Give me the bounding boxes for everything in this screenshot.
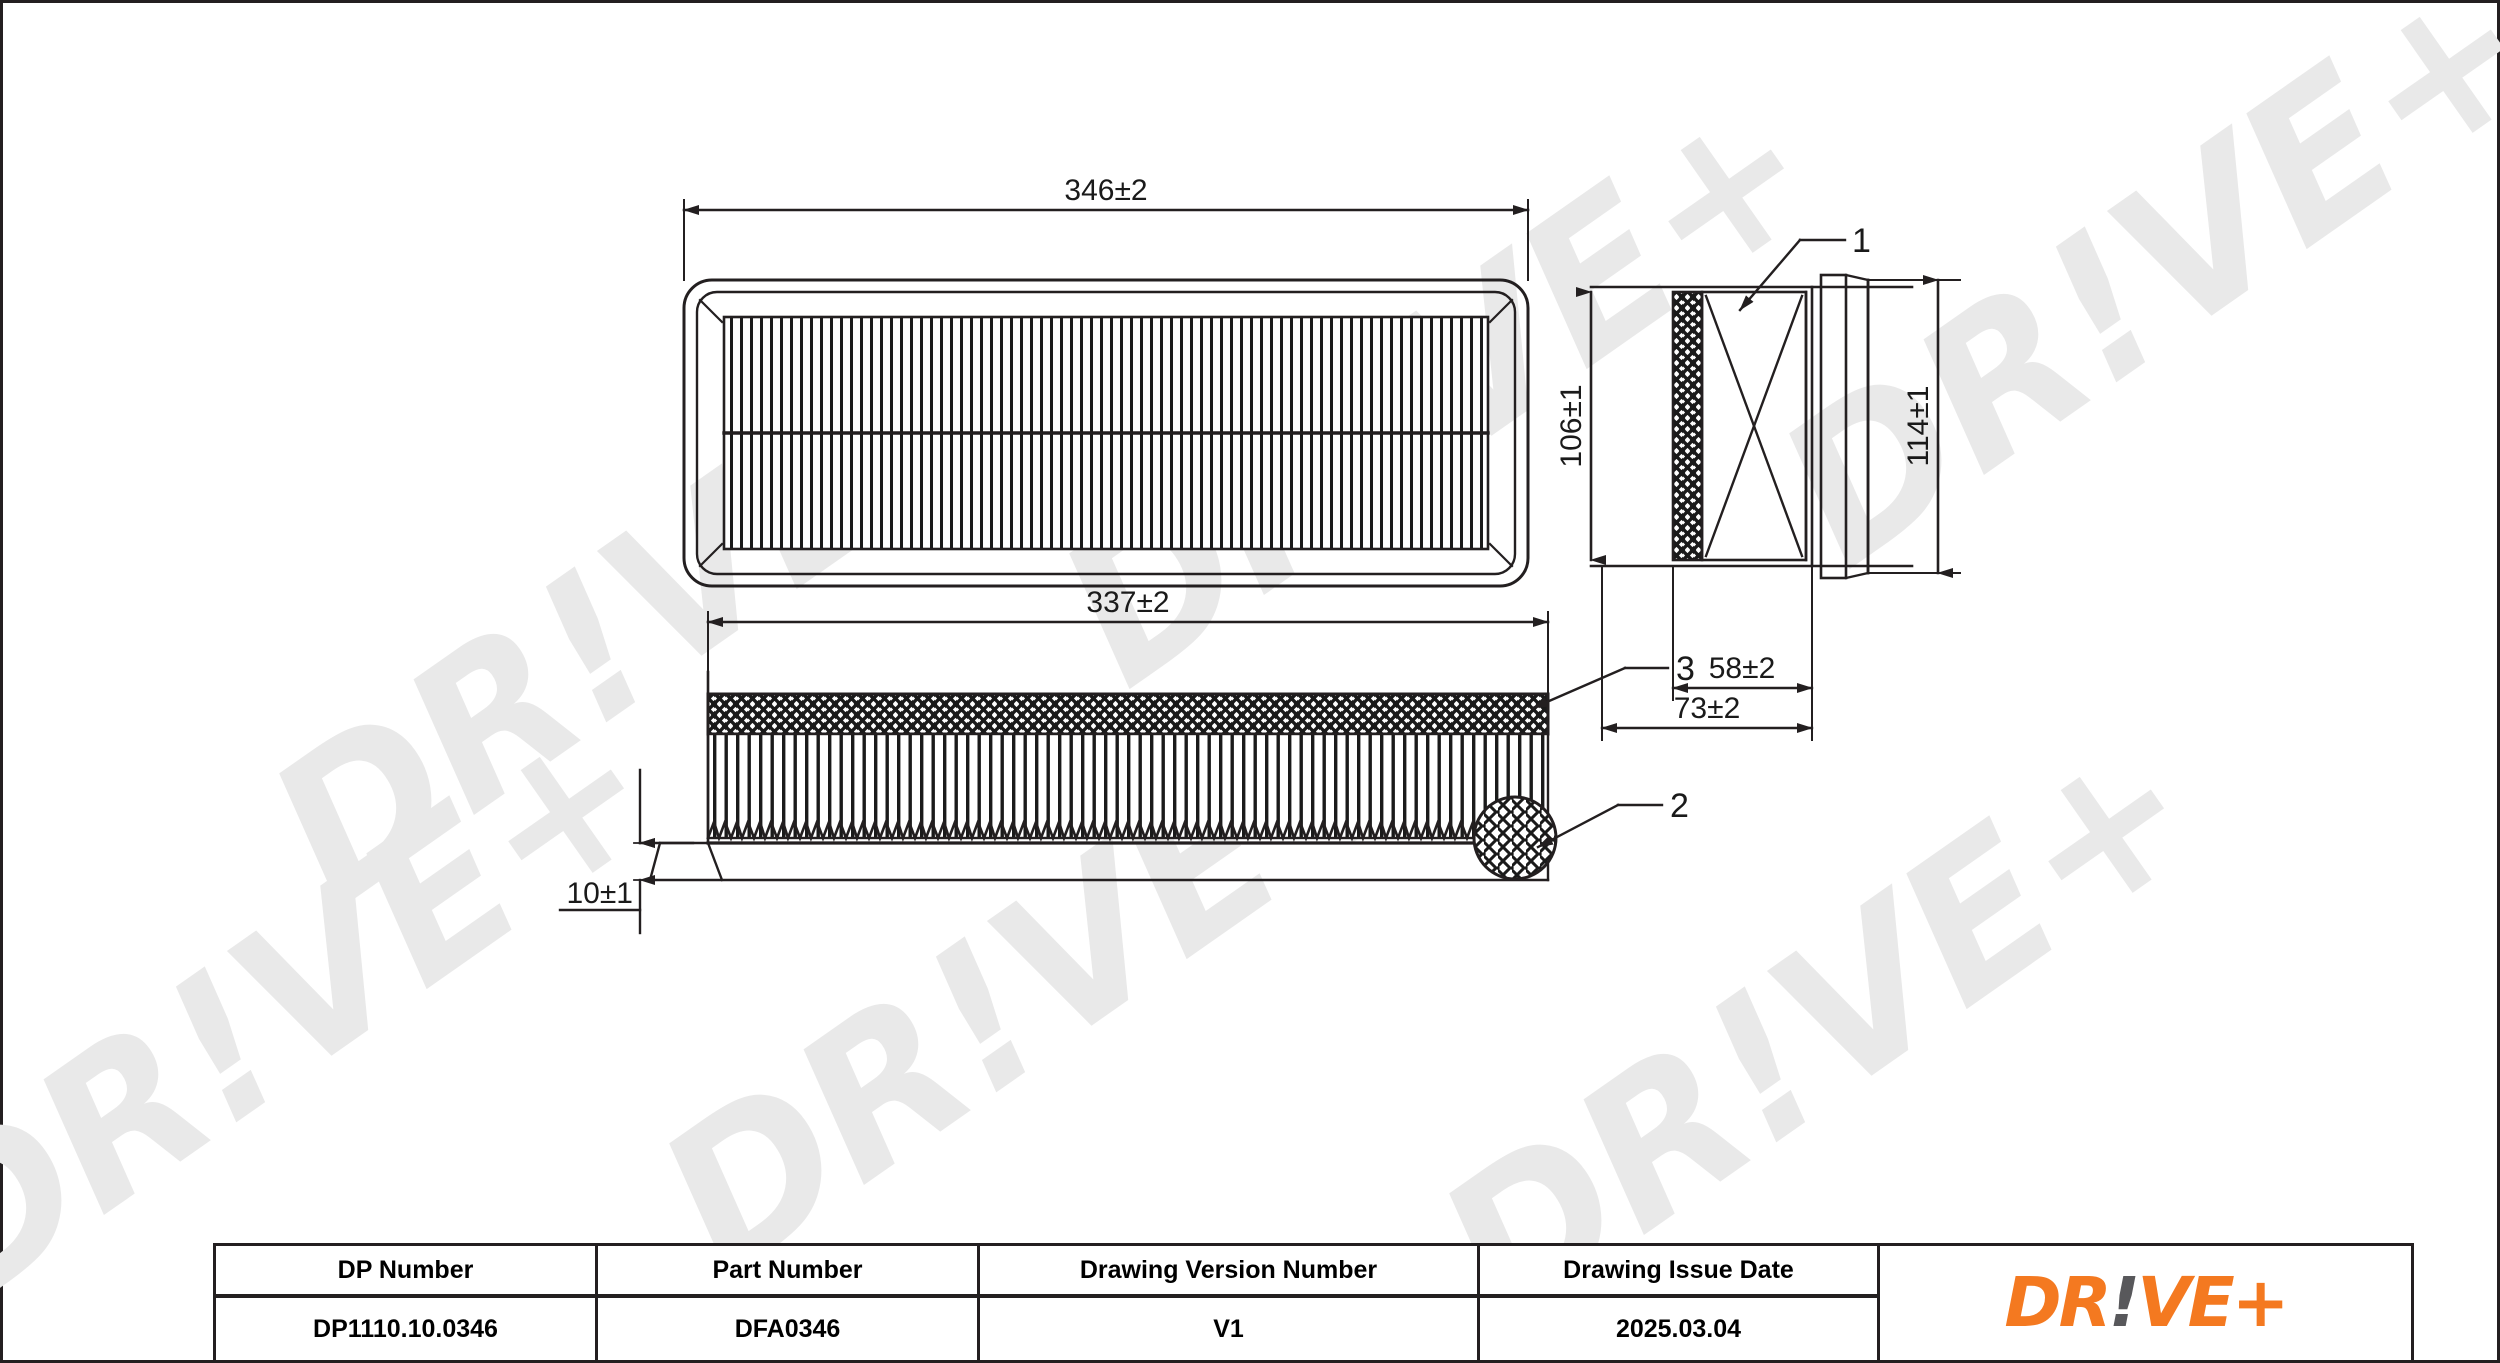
dimension-label-106: 106±1 xyxy=(1555,384,1588,467)
dp-number-value: DP1110.10.0346 xyxy=(313,1314,498,1343)
part-number-value: DFA0346 xyxy=(734,1314,841,1343)
title-block-column-logo: DR!VE+ xyxy=(1880,1246,2411,1360)
dimension-label-58: 58±2 xyxy=(1709,652,1776,685)
dimension-label-73: 73±2 xyxy=(1674,692,1741,725)
drawing-issue-date-value: 2025.03.04 xyxy=(1615,1314,1742,1343)
dimension-label-114: 114±1 xyxy=(1902,386,1935,467)
title-block-column-issue-date: Drawing Issue Date 2025.03.04 xyxy=(1480,1246,1880,1360)
dimension-346 xyxy=(682,199,1530,281)
callout-1-label: 1 xyxy=(1852,222,1871,260)
title-block-column-dp-number: DP Number DP1110.10.0346 xyxy=(216,1246,598,1360)
part-number-header: Part Number xyxy=(598,1246,977,1298)
dimension-label-346: 346±2 xyxy=(1064,174,1147,207)
top-view xyxy=(682,278,1530,588)
logo-exclamation-icon: ! xyxy=(2108,1262,2141,1343)
drawing-version-header: Drawing Version Number xyxy=(980,1246,1477,1298)
logo-text-dr: DR xyxy=(2004,1262,2111,1343)
dimension-337 xyxy=(706,611,1550,695)
callout-2-label: 2 xyxy=(1670,787,1689,825)
dimension-10 xyxy=(558,768,709,935)
title-block-column-part-number: Part Number DFA0346 xyxy=(598,1246,980,1360)
dimension-58 xyxy=(1671,565,1814,701)
callout-2-leader xyxy=(1536,803,1664,849)
dimension-73 xyxy=(1600,565,1814,741)
callout-3-leader xyxy=(1531,666,1670,710)
front-view xyxy=(648,670,1550,882)
callout-1-leader xyxy=(1738,238,1847,312)
dp-number-header: DP Number xyxy=(216,1246,595,1298)
callout-3-label: 3 xyxy=(1676,650,1695,688)
title-block: DP Number DP1110.10.0346 Part Number DFA… xyxy=(213,1243,2414,1363)
drawing-version-value: V1 xyxy=(1213,1314,1244,1343)
dimension-label-337: 337±2 xyxy=(1086,586,1169,619)
drawing-issue-date-header: Drawing Issue Date xyxy=(1480,1246,1877,1298)
brand-logo: DR!VE+ xyxy=(1880,1246,2411,1360)
dimension-label-10: 10±1 xyxy=(566,877,633,910)
title-block-column-drawing-version: Drawing Version Number V1 xyxy=(980,1246,1480,1360)
logo-text-ve: VE+ xyxy=(2137,1262,2289,1343)
